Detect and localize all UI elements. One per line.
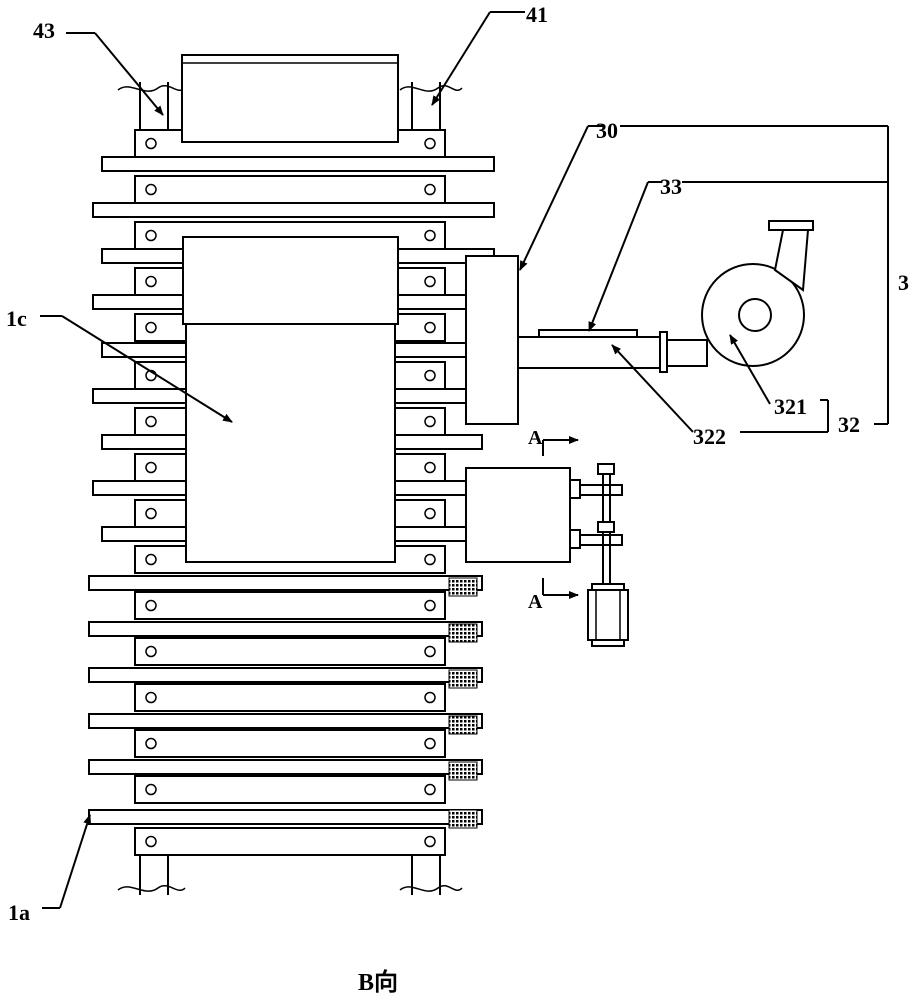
label-A-bottom: A xyxy=(528,591,543,613)
plate-hole xyxy=(145,137,157,150)
label-30: 30 xyxy=(596,118,618,143)
leader-lines xyxy=(40,11,889,909)
frame-plate xyxy=(134,637,446,666)
filter-bar xyxy=(88,809,483,825)
label-32: 32 xyxy=(838,412,860,437)
plate-handle xyxy=(448,669,478,689)
plate-hole xyxy=(145,275,157,288)
plate-hole xyxy=(145,645,157,658)
plate-handle xyxy=(448,577,478,597)
plate-hole xyxy=(424,783,436,796)
filter-bar xyxy=(88,575,483,591)
plate-hole xyxy=(424,553,436,566)
duct-flange xyxy=(659,331,668,373)
plate-hole xyxy=(424,691,436,704)
filter-bar xyxy=(88,713,483,729)
label-A-top: A xyxy=(528,427,543,449)
plate-hole xyxy=(145,321,157,334)
gear-box xyxy=(465,467,571,563)
plate-hole xyxy=(424,415,436,428)
plate-hole xyxy=(424,137,436,150)
plate-hole xyxy=(145,783,157,796)
plate-hole xyxy=(424,507,436,520)
plate-hole xyxy=(424,835,436,848)
view-caption: B向 xyxy=(358,968,398,996)
upper-cover xyxy=(182,236,399,325)
plate-hole xyxy=(145,835,157,848)
drive-unit xyxy=(465,463,629,647)
plate-handle xyxy=(448,761,478,781)
plate-hole xyxy=(424,321,436,334)
frame-plate xyxy=(134,175,446,204)
section-markers xyxy=(542,436,579,599)
duct-pipe-2 xyxy=(666,339,708,367)
plate-hole xyxy=(424,645,436,658)
plate-hole xyxy=(145,737,157,750)
label-3: 3 xyxy=(898,270,909,295)
plate-hole xyxy=(424,275,436,288)
duct-pipe xyxy=(517,336,665,369)
support-posts xyxy=(117,82,463,895)
filter-bar xyxy=(92,202,495,218)
top-box xyxy=(181,54,399,143)
plate-hole xyxy=(145,691,157,704)
plate-hole xyxy=(424,737,436,750)
frame-plate xyxy=(134,683,446,712)
label-322: 322 xyxy=(693,424,726,449)
frame-plate xyxy=(134,827,446,856)
plate-handles xyxy=(448,577,478,829)
drive-motor xyxy=(587,589,629,641)
filter-bar xyxy=(88,759,483,775)
plate-hole xyxy=(145,461,157,474)
label-1c: 1c xyxy=(6,306,27,331)
plate-hole xyxy=(424,183,436,196)
blower-assembly xyxy=(465,220,814,425)
plate-handle xyxy=(448,809,478,829)
label-41: 41 xyxy=(526,2,548,27)
frame-plate xyxy=(134,591,446,620)
label-43: 43 xyxy=(33,18,55,43)
plate-handle xyxy=(448,623,478,643)
outlet-flange xyxy=(768,220,814,231)
plate-hole xyxy=(424,229,436,242)
frame-plate xyxy=(134,775,446,804)
plate-hole xyxy=(424,461,436,474)
plate-handle xyxy=(448,715,478,735)
air-box xyxy=(465,255,519,425)
filter-bar xyxy=(88,667,483,683)
plate-hole xyxy=(145,553,157,566)
label-1a: 1a xyxy=(8,900,30,925)
label-321: 321 xyxy=(774,394,807,419)
chamber-body xyxy=(185,323,396,563)
frame-plate xyxy=(134,729,446,758)
label-33: 33 xyxy=(660,174,682,199)
plate-hole xyxy=(145,507,157,520)
filter-bar xyxy=(88,621,483,637)
filter-bar xyxy=(101,156,495,172)
plate-hole xyxy=(424,369,436,382)
plate-hole xyxy=(145,599,157,612)
plate-hole xyxy=(145,183,157,196)
plate-hole xyxy=(145,415,157,428)
blower-hub xyxy=(738,298,772,332)
duct-top-plate xyxy=(538,329,638,338)
plate-hole xyxy=(424,599,436,612)
plate-hole xyxy=(145,229,157,242)
